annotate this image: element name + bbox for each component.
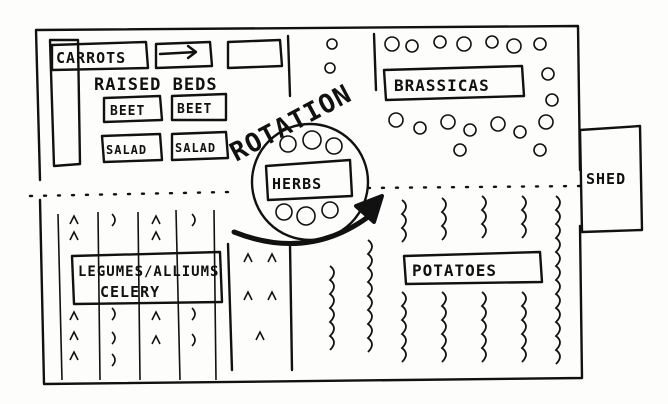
path-dots <box>28 184 582 198</box>
legume-rows <box>57 209 277 381</box>
potato-rows <box>328 195 561 365</box>
beet-bed-2 <box>170 92 228 122</box>
raised-beds-label: RAISED BEDS <box>94 75 218 95</box>
legumes-label: LEGUMES/ALLIUMS <box>78 264 219 280</box>
beet-label-2: BEET <box>177 102 212 117</box>
shed <box>578 124 644 234</box>
brassica-plants <box>324 35 559 157</box>
shed-label: SHED <box>586 170 626 188</box>
salad-label-1: SALAD <box>106 143 147 157</box>
potatoes-label-box <box>402 250 544 286</box>
potatoes-label: POTATOES <box>412 261 497 280</box>
brassicas-label: BRASSICAS <box>394 76 490 95</box>
beet-bed-1 <box>102 94 164 124</box>
carrots-bed <box>48 38 82 168</box>
beet-label-1: BEET <box>110 104 145 119</box>
salad-bed-1 <box>100 132 164 164</box>
rotation-arrow <box>231 211 375 247</box>
salad-label-2: SALAD <box>175 141 216 155</box>
herb-plants <box>275 130 343 226</box>
celery-label: CELERY <box>100 283 160 301</box>
salad-bed-2 <box>170 130 230 162</box>
carrots-label: CARROTS <box>56 49 126 67</box>
brassicas-label-box <box>382 64 526 102</box>
herbs-label: HERBS <box>272 175 322 193</box>
garden-border <box>34 24 584 386</box>
legumes-label-box <box>70 250 224 306</box>
